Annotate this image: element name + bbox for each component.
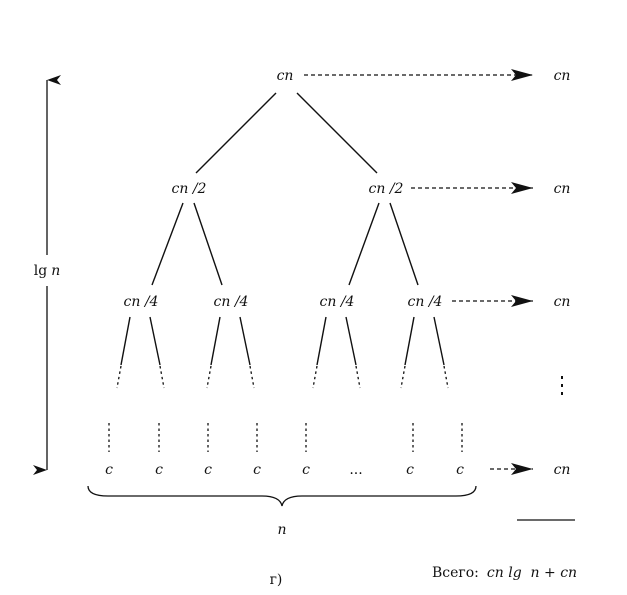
tree-edge	[404, 316, 415, 366]
tree-edge-dotted	[116, 365, 122, 389]
tree-leaf-ellipsis: ...	[349, 462, 362, 478]
leaves-brace	[87, 485, 477, 507]
tree-leaf: c	[105, 462, 113, 478]
tree-edge-dotted	[249, 365, 255, 389]
figure-caption: г)	[270, 572, 283, 588]
level-cost: cn	[554, 68, 571, 84]
tree-leaf: c	[302, 462, 310, 478]
level-cost: cn	[554, 294, 571, 310]
total-expression: Всего:cn lg n + cn	[432, 565, 577, 581]
tree-edge	[389, 202, 419, 286]
tree-root-node: cn	[277, 68, 294, 84]
level-cost: cn	[554, 181, 571, 197]
tree-node-l2: cn /4	[214, 294, 249, 310]
tree-node-l1: cn /2	[369, 181, 404, 197]
tree-edge	[120, 316, 131, 366]
vertical-ellipsis-icon	[561, 376, 563, 395]
width-label: n	[277, 522, 286, 538]
tree-edge	[316, 316, 327, 366]
tree-edge	[348, 202, 380, 286]
tree-node-l1: cn /2	[172, 181, 207, 197]
tree-edge	[239, 316, 251, 366]
level-cost: cn	[554, 462, 571, 478]
tree-node-l2: cn /4	[124, 294, 159, 310]
tree-edge-dotted	[206, 365, 212, 389]
tree-edge-dotted	[159, 365, 165, 389]
tree-node-l2: cn /4	[320, 294, 355, 310]
tree-edge	[193, 202, 223, 286]
tree-node-l2: cn /4	[408, 294, 443, 310]
tree-edge	[296, 92, 378, 174]
tree-edge	[345, 316, 357, 366]
tree-leaf: c	[155, 462, 163, 478]
tree-edge-dotted	[443, 365, 449, 389]
tree-leaf: c	[406, 462, 414, 478]
tree-edge-dotted	[355, 365, 361, 389]
tree-leaf: c	[253, 462, 261, 478]
tree-edge-dotted	[400, 365, 406, 389]
tree-leaf: c	[204, 462, 212, 478]
tree-edge	[195, 92, 277, 174]
tree-edge	[149, 316, 161, 366]
tree-edge	[151, 202, 184, 286]
tree-edge	[433, 316, 445, 366]
tree-edge	[210, 316, 221, 366]
tree-edge-dotted	[312, 365, 318, 389]
tree-leaf: c	[456, 462, 464, 478]
